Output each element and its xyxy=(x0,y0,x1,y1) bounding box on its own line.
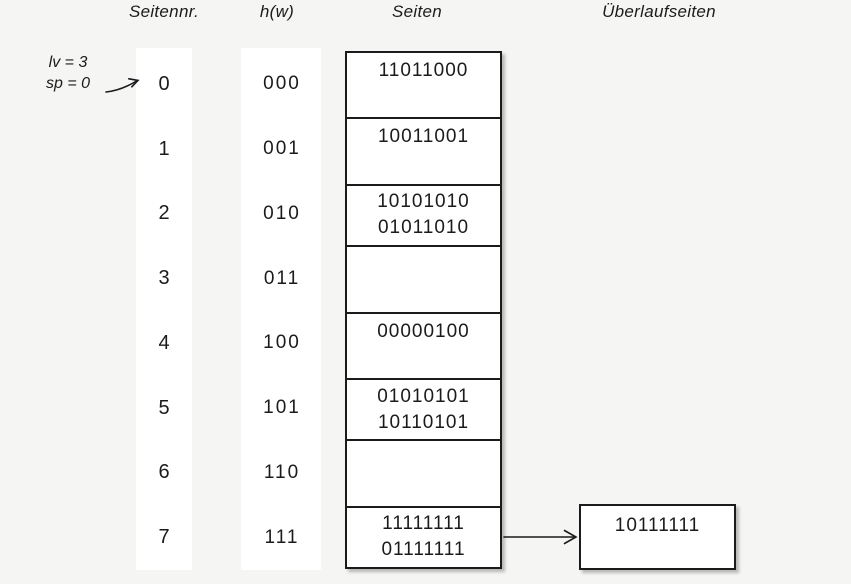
column-header-seitennr: Seitennr. xyxy=(128,2,200,21)
hash-value: 010 xyxy=(263,202,301,224)
page-number-column: 0 1 2 3 4 5 6 7 xyxy=(136,48,192,570)
page-number: 4 xyxy=(158,331,170,354)
bucket-entry: 10110101 xyxy=(377,411,470,433)
bucket-row-5: 01010101 10110101 xyxy=(347,380,500,442)
hash-value: 110 xyxy=(263,461,301,483)
bucket-row-1: 10011001 xyxy=(347,119,500,186)
bucket-entry: 11011000 xyxy=(378,60,469,81)
bucket-entry: 01011010 xyxy=(377,217,470,239)
state-annotation: lv = 3 sp = 0 xyxy=(30,52,106,94)
bucket-entry: 10101010 xyxy=(377,191,470,213)
bucket-row-7: 11111111 01111111 xyxy=(347,508,500,567)
overflow-arrow-icon xyxy=(503,529,578,545)
page-number: 6 xyxy=(158,461,170,484)
level-value: lv = 3 xyxy=(48,54,88,71)
bucket-entry: 11111111 xyxy=(382,513,465,535)
bucket-entry: 00000100 xyxy=(377,320,470,342)
overflow-page-box: 10111111 xyxy=(579,504,736,570)
bucket-entry: 01111111 xyxy=(381,539,466,561)
hash-value: 000 xyxy=(263,73,301,95)
split-pointer-arrow-icon xyxy=(105,78,140,93)
bucket-row-6 xyxy=(347,441,500,508)
column-header-hw: h(w) xyxy=(259,2,295,21)
hash-value: 001 xyxy=(263,138,301,160)
page-number: 7 xyxy=(158,526,170,549)
overflow-entry: 10111111 xyxy=(614,515,701,536)
hash-value: 111 xyxy=(264,526,300,548)
hash-value: 011 xyxy=(263,267,301,289)
bucket-table: 11011000 10011001 10101010 01011010 0000… xyxy=(345,51,502,569)
page-number: 2 xyxy=(158,202,170,225)
bucket-row-4: 00000100 xyxy=(347,314,500,380)
column-header-seiten: Seiten xyxy=(391,2,442,21)
bucket-row-0: 11011000 xyxy=(347,53,500,120)
page-number: 1 xyxy=(158,137,170,160)
hash-value: 101 xyxy=(263,397,301,419)
page-number: 0 xyxy=(158,72,170,95)
page-number: 3 xyxy=(158,267,170,290)
page-number: 5 xyxy=(158,396,170,419)
bucket-entry: 10011001 xyxy=(377,126,470,148)
bucket-row-3 xyxy=(347,247,500,314)
hash-value: 100 xyxy=(263,332,301,354)
bucket-entry: 01010101 xyxy=(377,385,470,407)
hash-value-column: 000 001 010 011 100 101 110 111 xyxy=(241,48,321,570)
split-pointer-value: sp = 0 xyxy=(45,75,91,92)
bucket-row-2: 10101010 01011010 xyxy=(347,186,500,248)
column-header-ueberlaufseiten: Überlaufseiten xyxy=(602,2,716,21)
